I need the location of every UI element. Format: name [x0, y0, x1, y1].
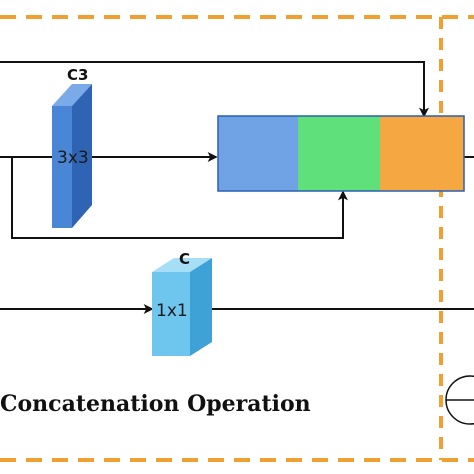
c-block-title: C: [179, 250, 190, 268]
concat-segment-green: [298, 116, 380, 191]
legend-concat-text: Concatenation Operation: [0, 391, 311, 417]
c-block-label: 1x1: [156, 301, 188, 321]
concat-segment-orange: [380, 116, 464, 191]
concatenation-symbol-icon: [445, 375, 474, 425]
c3-block: C3 3x3: [52, 66, 92, 228]
c3-block-title: C3: [67, 66, 88, 84]
concat-block-border: [217, 115, 465, 192]
lower-skip-connection: [11, 157, 348, 239]
c3-block-label: 3x3: [57, 148, 89, 168]
c-block-front: [152, 272, 190, 356]
c-block-top: [152, 258, 212, 272]
top-skip-connection: [0, 61, 429, 118]
c3-block-side: [72, 84, 92, 228]
connectors: [0, 61, 474, 314]
concat-block: [217, 115, 465, 192]
c-block: C 1x1: [152, 250, 212, 356]
c3-block-top: [52, 84, 92, 106]
c-block-side: [190, 258, 212, 356]
c3-block-front: [52, 106, 72, 228]
concat-segment-blue: [218, 116, 298, 191]
